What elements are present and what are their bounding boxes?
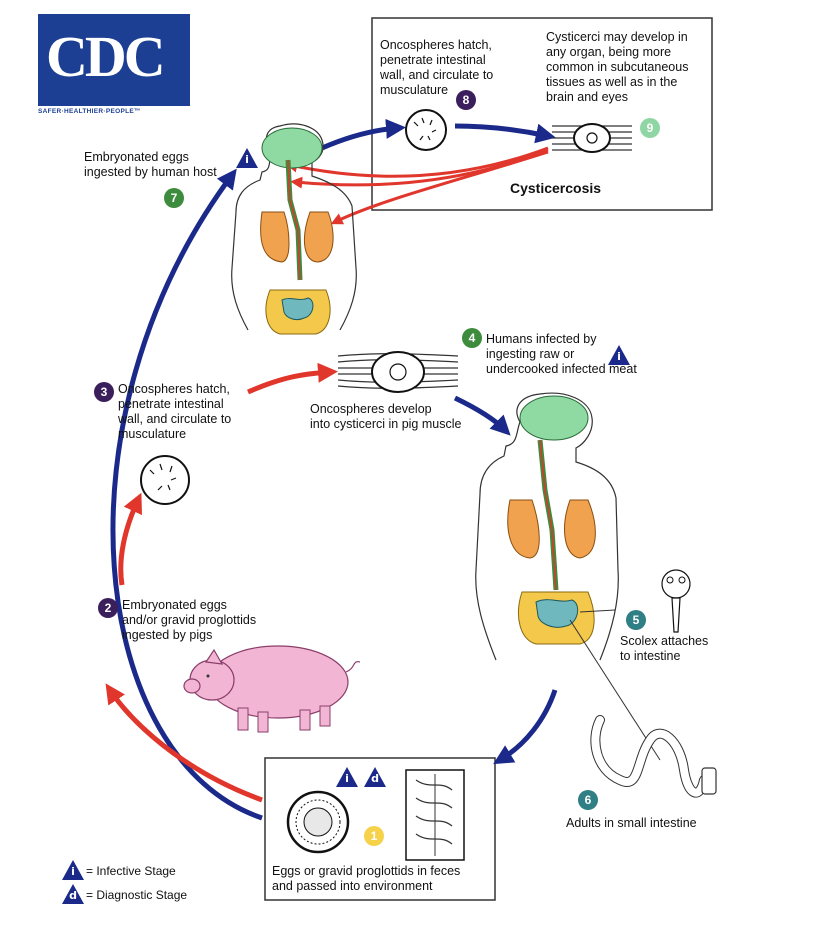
arrow-env-to-pig [105,683,263,803]
stage-badge-8: 8 [456,90,476,110]
legend-diagnostic: = Diagnostic Stage [86,888,188,902]
infective-stage-icon: i [236,148,258,168]
pointer-line [569,619,661,761]
stage-badge-6: 6 [578,790,598,810]
diagnostic-stage-icon: d [62,884,84,904]
diagnostic-stage-icon: d [364,767,386,787]
infective-stage-icon: i [336,767,358,787]
stage-badge-7: 7 [164,188,184,208]
stage-label-7: Embryonated eggs ingested by human host [84,150,217,179]
arrow-cyst-to-head [285,146,549,178]
pig-icon [183,645,361,733]
proglottid-icon [405,769,465,861]
cdc-tagline: SAFER·HEALTHIER·PEOPLE™ [38,108,141,115]
cysticercosis-title: Cysticercosis [510,180,602,196]
pig-muscle-label: Oncospheres develop into cysticerci in p… [310,402,462,431]
arrow-muscle-to-human [453,395,511,436]
arrow-env-to-human [110,168,263,821]
pointer-line [579,609,616,613]
arrow-oncosphere-to-muscle [246,362,338,395]
stage-label-2: Embryonated eggs and/or gravid proglotti… [122,598,257,642]
arrow-oncosphere-to-cyst [454,123,556,144]
stage-badge-5: 5 [626,610,646,630]
scolex-icon [661,569,691,633]
infective-stage-icon: i [62,860,84,880]
environment-box [264,757,496,901]
human-body-icon [231,123,357,335]
stage-badge-2: 2 [98,598,118,618]
egg-icon [286,790,350,854]
cysticercus-icon [337,351,459,393]
stage-label-8: Oncospheres hatch, penetrate intestinal … [380,38,494,97]
arrow-pig-to-oncosphere [118,492,142,586]
oncosphere-icon [140,455,190,505]
stage-badge-1: 1 [364,826,384,846]
cysticercosis-box [371,17,713,211]
stage-badge-9: 9 [640,118,660,138]
cysticercus-icon [552,123,632,153]
stage-badge-4: 4 [462,328,482,348]
stage-badge-3: 3 [94,382,114,402]
cdc-logo [38,14,190,106]
tapeworm-icon [590,715,717,798]
stage-label-5: Scolex attaches to intestine [620,634,709,663]
arrow-head-to-oncosphere [321,118,406,151]
stage-label-9: Cysticerci may develop in any organ, bei… [546,30,689,104]
stage-label-1: Eggs or gravid proglottids in feces and … [272,864,461,893]
arrow-human-to-env [493,689,558,765]
human-body-icon [475,392,619,661]
cdc-logo-text: CDC [46,24,166,89]
stage-label-6: Adults in small intestine [566,816,697,830]
stage-label-3: Oncospheres hatch, penetrate intestinal … [118,382,232,441]
oncosphere-icon [405,109,447,151]
legend-infective: = Infective Stage [86,864,176,878]
infective-stage-icon: i [608,345,630,365]
stage-label-4: Humans infected by ingesting raw or unde… [486,332,637,376]
